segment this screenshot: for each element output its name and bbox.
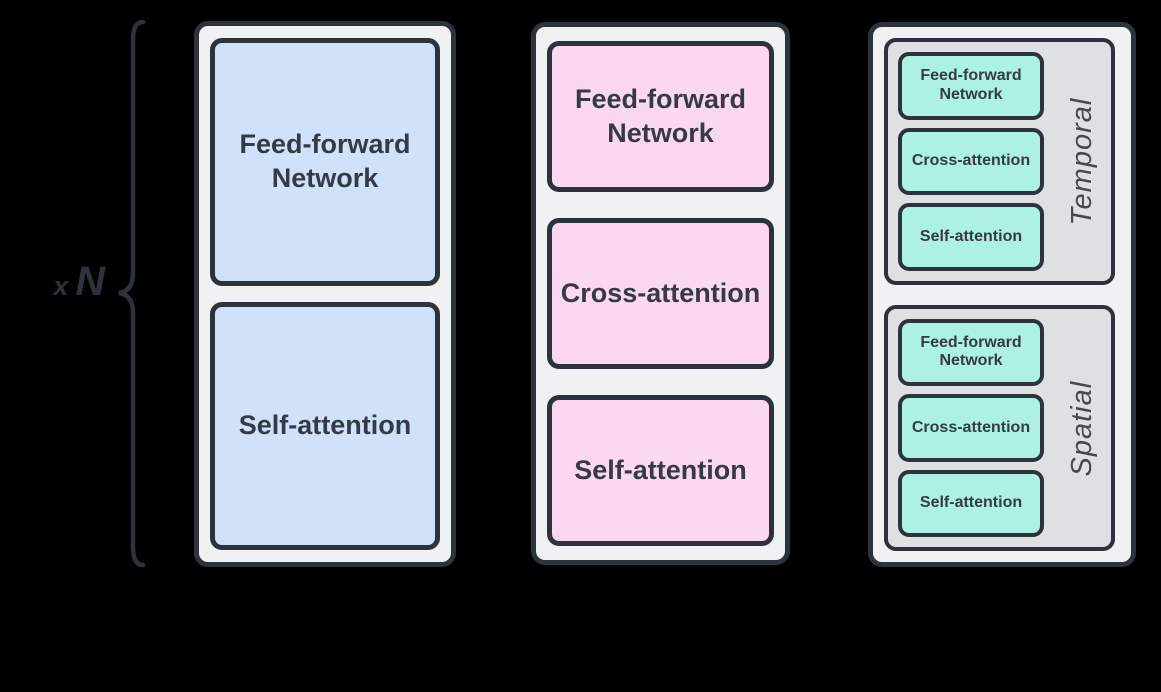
repeat-count-label: x N [30, 258, 105, 314]
block-self-attention: Self-attention [898, 203, 1044, 271]
column-spatial-only: Feed-forward Network Self-attention [194, 21, 456, 567]
block-cross-attention: Cross-attention [898, 127, 1044, 195]
repeat-x: x [53, 271, 69, 301]
block-self-attention: Self-attention [898, 469, 1044, 537]
curly-brace [118, 19, 146, 568]
block-feed-forward-network: Feed-forward Network [210, 38, 440, 286]
temporal-label: Temporal [1066, 97, 1098, 226]
group-spatial: Feed-forward Network Cross-attention Sel… [884, 304, 1115, 551]
block-self-attention: Self-attention [210, 302, 440, 550]
block-feed-forward-network: Feed-forward Network [898, 318, 1044, 386]
block-self-attention: Self-attention [547, 395, 774, 546]
spatial-label: Spatial [1066, 379, 1098, 476]
temporal-stack: Feed-forward Network Cross-attention Sel… [888, 42, 1054, 281]
block-feed-forward-network: Feed-forward Network [547, 41, 774, 192]
group-temporal: Feed-forward Network Cross-attention Sel… [884, 38, 1115, 285]
repeat-n: N [75, 258, 105, 304]
column-cross-attention: Feed-forward Network Cross-attention Sel… [531, 22, 790, 565]
block-cross-attention: Cross-attention [898, 394, 1044, 462]
spatial-stack: Feed-forward Network Cross-attention Sel… [888, 309, 1054, 548]
block-feed-forward-network: Feed-forward Network [898, 52, 1044, 120]
column-factorised: Feed-forward Network Cross-attention Sel… [868, 22, 1136, 567]
block-cross-attention: Cross-attention [547, 218, 774, 369]
